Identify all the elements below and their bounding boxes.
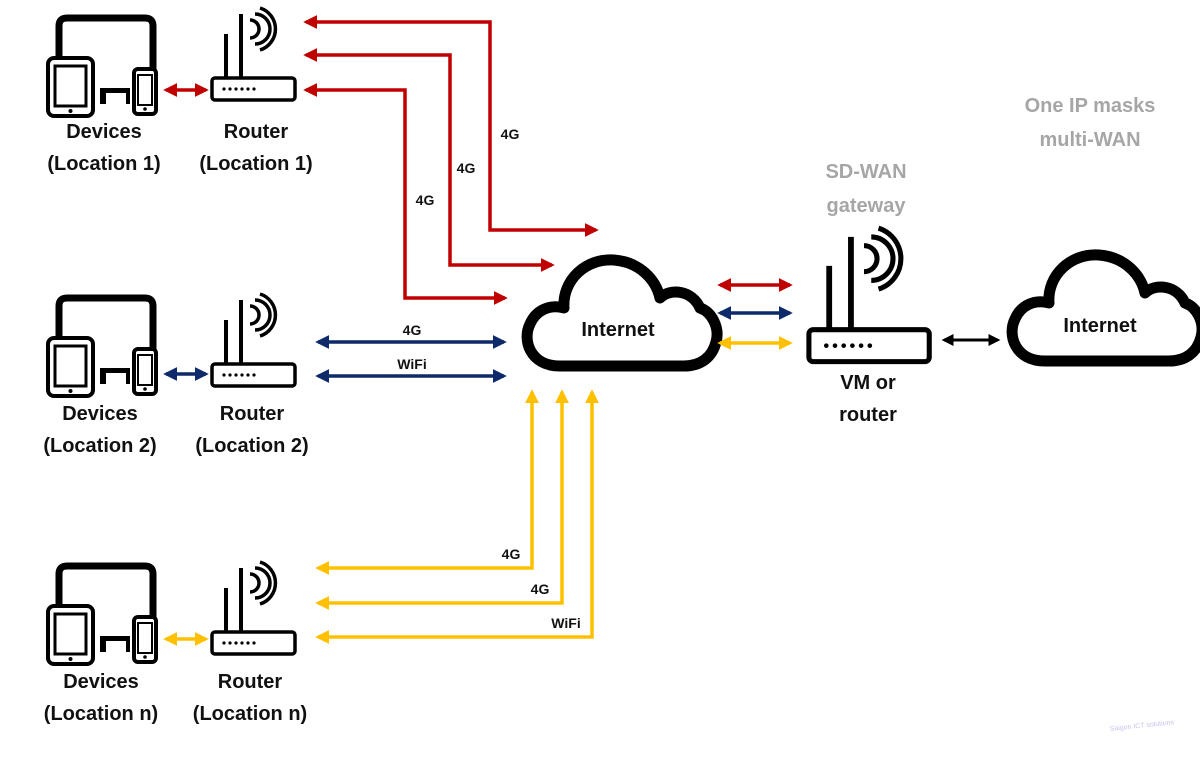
devices-location-2: (Location 2) <box>43 435 156 457</box>
router-icon <box>210 6 297 102</box>
router-icon <box>809 228 929 361</box>
note-line1: One IP masks <box>1025 95 1156 117</box>
link-location-n-c <box>315 389 599 644</box>
router-label-n: Router <box>218 671 283 693</box>
link-label-ln-a: 4G <box>502 546 521 562</box>
router-location-1: (Location 1) <box>199 153 312 175</box>
link-location-n-b <box>315 389 569 610</box>
devices-icon <box>48 18 156 116</box>
internet-cloud-label: Internet <box>581 319 655 341</box>
devices-location-1: (Location 1) <box>47 153 160 175</box>
devices-label-n: Devices <box>63 671 139 693</box>
link-label-l2-a: 4G <box>403 322 422 338</box>
router-icon <box>210 560 297 656</box>
link-location-n-a <box>315 389 539 575</box>
devices-location-n: (Location n) <box>44 703 158 725</box>
watermark: Saigon ICT solutions <box>1109 719 1174 733</box>
link-label-ln-b: 4G <box>531 581 550 597</box>
router-label-2: Router <box>220 403 285 425</box>
note-line2: multi-WAN <box>1039 129 1140 151</box>
link-label-l1-a: 4G <box>501 126 520 142</box>
router-icon <box>210 292 297 388</box>
gateway-title-line2: gateway <box>827 195 907 217</box>
link-label-l2-b: WiFi <box>397 356 426 372</box>
cloud-icon <box>1012 255 1200 361</box>
gateway-device-line1: VM or <box>840 372 896 394</box>
link-location1-b <box>303 48 555 272</box>
devices-icon <box>48 298 156 396</box>
router-location-2: (Location 2) <box>195 435 308 457</box>
devices-icon <box>48 566 156 664</box>
internet-cloud-right-label: Internet <box>1063 315 1137 337</box>
router-label-1: Router <box>224 121 289 143</box>
gateway-title-line1: SD-WAN <box>825 161 906 183</box>
router-location-n: (Location n) <box>193 703 307 725</box>
devices-label-2: Devices <box>62 403 138 425</box>
gateway-device-line2: router <box>839 404 897 426</box>
link-location1-c <box>303 83 508 305</box>
devices-label-1: Devices <box>66 121 142 143</box>
link-label-l1-c: 4G <box>416 192 435 208</box>
link-label-ln-c: WiFi <box>551 615 580 631</box>
cloud-icon <box>527 260 717 366</box>
link-label-l1-b: 4G <box>457 160 476 176</box>
